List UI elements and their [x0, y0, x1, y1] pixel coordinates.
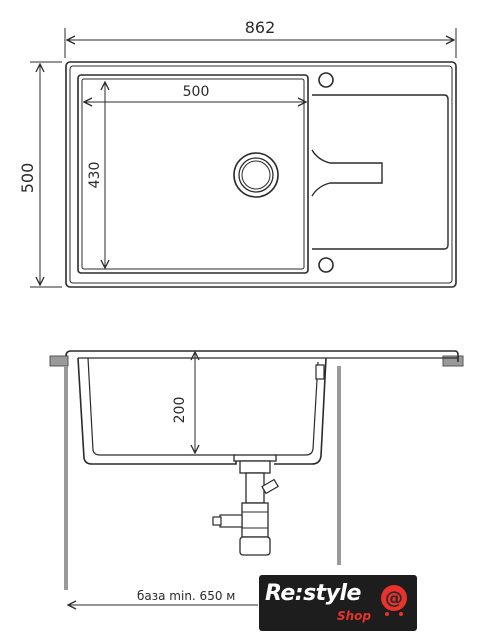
drain-nut	[239, 460, 271, 474]
bowl-width-label: 500	[183, 84, 210, 100]
at-cart-icon: @	[381, 585, 407, 616]
drain-middle	[238, 157, 274, 193]
bowl-section-inner	[87, 357, 236, 456]
countertop-right	[442, 355, 464, 367]
countertop-left	[49, 355, 69, 367]
logo-sub-text: Shop	[337, 609, 372, 623]
restyle-shop-logo: Re:style Shop @	[259, 575, 417, 631]
logo-main-text: Re:style	[265, 581, 361, 606]
siphon-body-upper	[245, 472, 265, 504]
bowl-section-right	[274, 361, 319, 456]
drain-outer	[233, 152, 279, 198]
tap-hole-top	[318, 72, 334, 88]
siphon-side-outlet	[261, 478, 279, 495]
tap-hole-bottom	[318, 257, 334, 273]
siphon-hose-connector	[219, 514, 243, 528]
bowl-depth-label: 430	[87, 162, 103, 189]
base-size-note: база min. 650 м	[137, 589, 235, 603]
logo-at-mark: @	[385, 588, 403, 609]
sink-outline	[65, 61, 457, 288]
siphon-bottom-cap	[239, 536, 271, 556]
sink-top-edge	[65, 350, 459, 362]
bowl-height-label: 200	[172, 397, 188, 424]
top-view	[30, 28, 457, 288]
bowl-inner-outline	[81, 78, 305, 270]
bowl-outline	[77, 74, 309, 274]
bowl-section-outer	[77, 357, 237, 465]
overall-depth-label: 500	[18, 163, 37, 194]
bowl-section-right-outer	[274, 357, 327, 465]
side-view	[49, 350, 464, 605]
drain-inner	[241, 160, 271, 190]
sink-inner-rim	[69, 65, 453, 284]
drainboard-channel	[311, 149, 383, 197]
overflow-fitting	[315, 364, 325, 380]
drain-flange	[233, 454, 277, 462]
overall-width-label: 862	[245, 18, 276, 37]
siphon-body-lower	[241, 502, 269, 538]
siphon-hose-tip	[212, 516, 222, 526]
drainboard-outline	[312, 94, 449, 250]
